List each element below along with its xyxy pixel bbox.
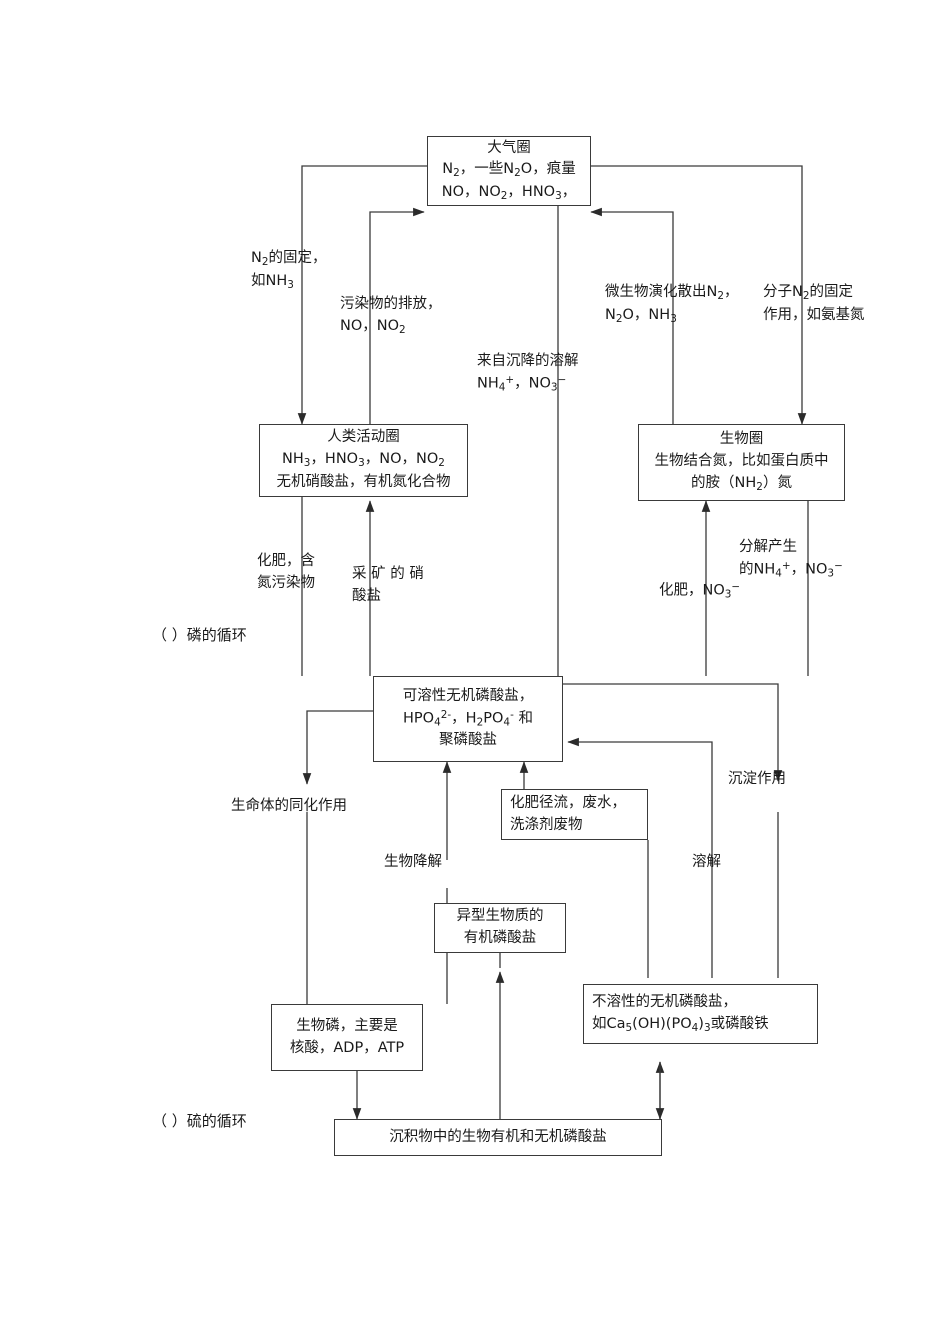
- mined-nitrate-line-1: 采 矿 的 硝: [352, 566, 424, 582]
- heterotrophic-line-2: 有机磷酸盐: [463, 930, 537, 946]
- section-label-sulfur-cycle: （ ）硫的循环: [152, 1112, 247, 1130]
- box-atmosphere[interactable]: 大气圈 N2，一些N2O，痕量 NO，NO2，HNO3，: [427, 136, 591, 206]
- biosphere-line-1: 生物圈: [719, 431, 764, 448]
- heterotrophic-line-1: 异型生物质的: [456, 908, 544, 925]
- atmosphere-line-1: 大气圈: [487, 139, 531, 156]
- human-activity-line-1: 人类活动圈: [327, 429, 400, 446]
- label-precipitation: 沉淀作用: [728, 768, 786, 790]
- deposition-line-2: NH4+，NO3−: [477, 374, 567, 394]
- microbial-release-line-2: N2O，NH3: [605, 307, 677, 326]
- label-decomposition-products: 分解产生 的NH4+，NO3−: [739, 536, 843, 582]
- box-human-activity[interactable]: 人类活动圈 NH3，HNO3，NO，NO2 无机硝酸盐，有机氮化合物: [259, 424, 468, 497]
- biosphere-line-2: 生物结合氮，比如蛋白质中: [654, 453, 829, 470]
- label-dissolution: 溶解: [692, 851, 721, 873]
- molecular-n2-line-2: 作用，如氨基氮: [763, 307, 865, 324]
- sediment-phosphate-line-1: 沉积物中的生物有机和无机磷酸盐: [389, 1128, 607, 1145]
- label-microbial-release: 微生物演化散出N2， N2O，NH3: [605, 281, 739, 327]
- label-n2-fixation: N2的固定， 如NH3: [251, 247, 327, 293]
- molecular-n2-line-1: 分子N2的固定: [763, 284, 854, 302]
- box-fertilizer-runoff[interactable]: 化肥径流，废水， 洗涤剂废物: [501, 789, 648, 840]
- insoluble-phosphate-line-1: 不溶性的无机磷酸盐，: [592, 993, 737, 1010]
- fert-n-line-2: 氮污染物: [257, 575, 315, 592]
- human-activity-line-2: NH3，HNO3，NO，NO2: [282, 451, 445, 470]
- section-label-phosphorus-cycle: （ ）磷的循环: [152, 626, 247, 644]
- label-mined-nitrate: 采 矿 的 硝 酸盐: [352, 563, 424, 608]
- human-activity-line-3: 无机硝酸盐，有机氮化合物: [276, 473, 451, 490]
- decomposition-line-2: 的NH4+，NO3−: [739, 560, 843, 580]
- biological-phosphorus-line-2: 核酸，ADP，ATP: [289, 1039, 405, 1056]
- box-soluble-phosphate[interactable]: 可溶性无机磷酸盐， HPO42-，H2PO4- 和 聚磷酸盐: [373, 676, 563, 762]
- fert-no3-line-1: 化肥，NO3−: [659, 581, 741, 601]
- box-biosphere[interactable]: 生物圈 生物结合氮，比如蛋白质中 的胺（NH2）氮: [638, 424, 845, 501]
- insoluble-phosphate-line-2: 如Ca5(OH)(PO4)3或磷酸铁: [592, 1015, 769, 1034]
- atmosphere-line-3: NO，NO2，HNO3，: [441, 183, 577, 202]
- fert-n-line-1: 化肥，含: [257, 553, 315, 569]
- soluble-phosphate-line-1: 可溶性无机磷酸盐，: [402, 687, 534, 704]
- box-insoluble-phosphate[interactable]: 不溶性的无机磷酸盐， 如Ca5(OH)(PO4)3或磷酸铁: [583, 984, 818, 1044]
- fertilizer-runoff-line-2: 洗涤剂废物: [510, 816, 583, 833]
- biological-phosphorus-line-1: 生物磷，主要是: [296, 1017, 398, 1034]
- label-deposition-dissolution: 来自沉降的溶解 NH4+，NO3−: [477, 350, 579, 396]
- label-fertilizer-nitrogen-pollutant: 化肥，含 氮污染物: [257, 550, 315, 595]
- decomposition-line-1: 分解产生: [739, 539, 797, 555]
- fertilizer-runoff-line-1: 化肥径流，废水，: [510, 794, 626, 811]
- soluble-phosphate-line-2: HPO42-，H2PO4- 和: [403, 708, 533, 728]
- box-biological-phosphorus[interactable]: 生物磷，主要是 核酸，ADP，ATP: [271, 1004, 423, 1071]
- label-pollutant-emission: 污染物的排放， NO，NO2: [340, 293, 442, 339]
- biosphere-line-3: 的胺（NH2）氮: [691, 474, 792, 493]
- soluble-phosphate-line-3: 聚磷酸盐: [439, 732, 497, 749]
- label-biodegradation: 生物降解: [384, 851, 442, 873]
- assimilation-line-1: 生命体的同化作用: [231, 798, 347, 814]
- microbial-release-line-1: 微生物演化散出N2，: [605, 284, 739, 302]
- dissolution-line-1: 溶解: [692, 854, 721, 870]
- label-fertilizer-no3: 化肥，NO3−: [659, 579, 740, 602]
- pollutant-emission-line-1: 污染物的排放，: [340, 296, 442, 312]
- precipitation-line-1: 沉淀作用: [728, 771, 786, 787]
- label-molecular-n2-fixation: 分子N2的固定 作用，如氨基氮: [763, 281, 865, 327]
- pollutant-emission-line-2: NO，NO2: [340, 318, 406, 337]
- biodegradation-line-1: 生物降解: [384, 854, 442, 870]
- box-heterotrophic-organic-phosphate[interactable]: 异型生物质的 有机磷酸盐: [434, 903, 566, 953]
- atmosphere-line-2: N2，一些N2O，痕量: [442, 161, 576, 180]
- mined-nitrate-line-2: 酸盐: [352, 588, 381, 605]
- n2-fixation-line-1: N2的固定，: [251, 250, 327, 268]
- n2-fixation-line-2: 如NH3: [251, 273, 294, 292]
- label-assimilation: 生命体的同化作用: [231, 795, 347, 817]
- box-sediment-phosphate[interactable]: 沉积物中的生物有机和无机磷酸盐: [334, 1119, 662, 1156]
- deposition-line-1: 来自沉降的溶解: [477, 353, 579, 369]
